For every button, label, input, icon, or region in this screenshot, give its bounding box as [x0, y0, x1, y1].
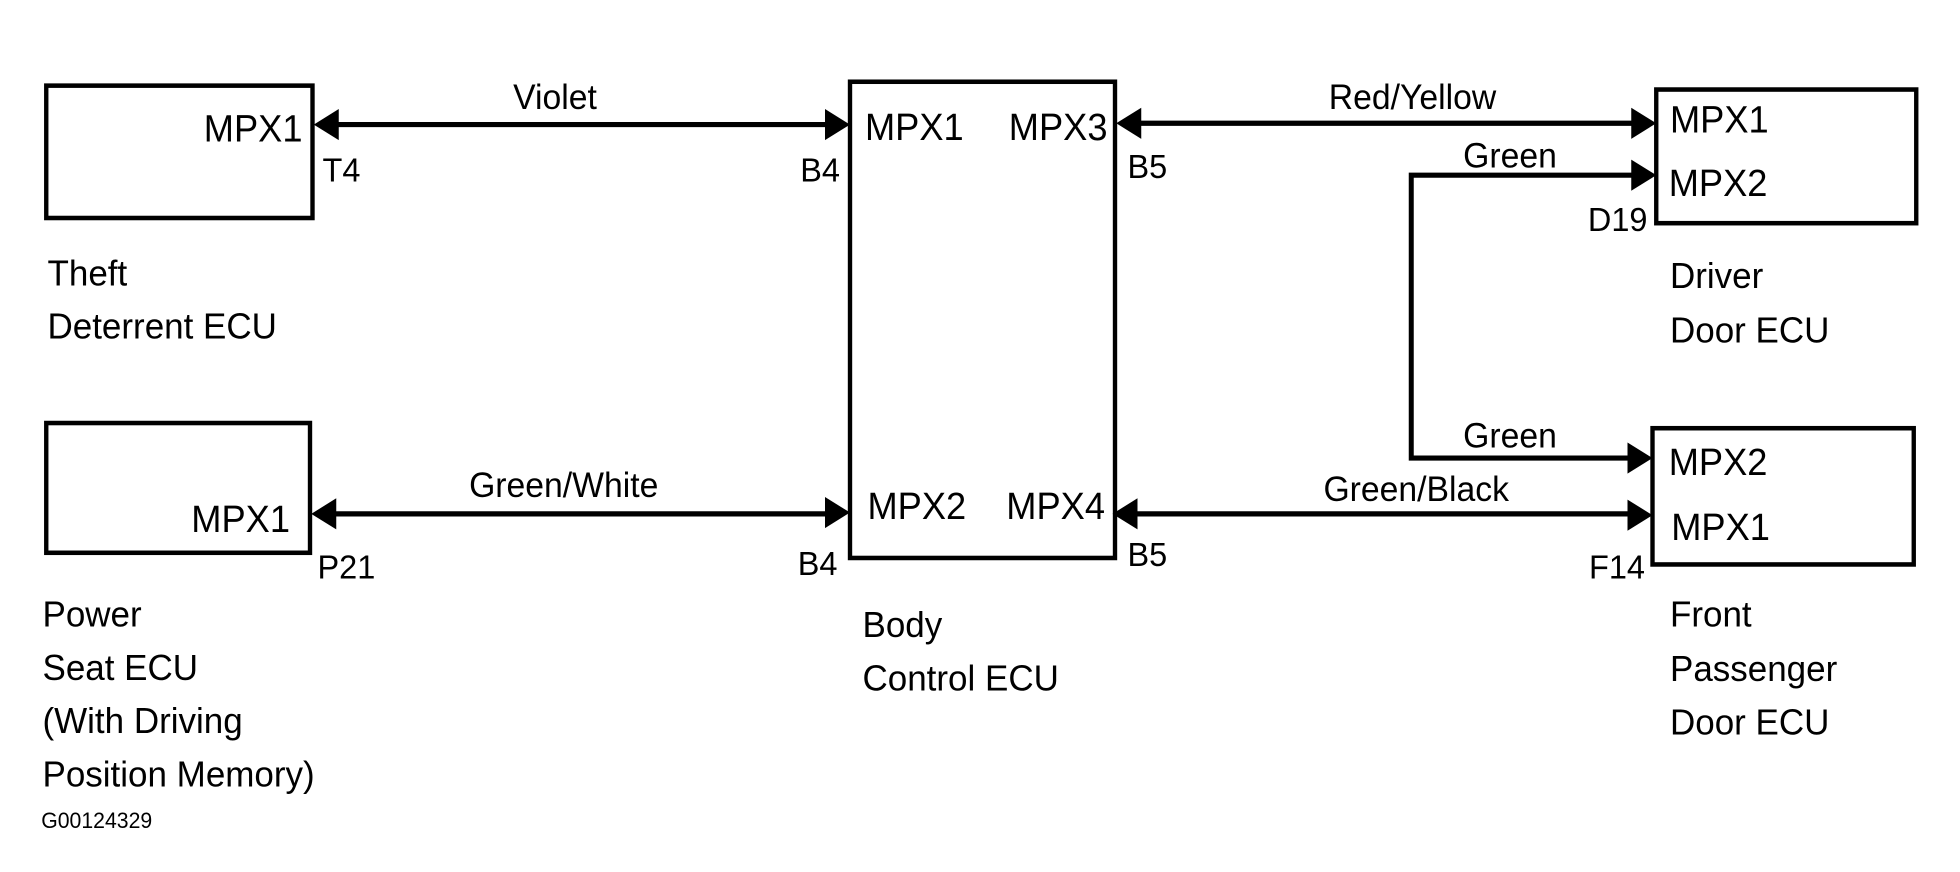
body-ecu-pin-mpx4: MPX4 — [1006, 485, 1105, 527]
arrowhead-right-icon — [825, 109, 850, 141]
seat-ecu-name-line3: (With Driving — [43, 701, 243, 742]
arrowhead-left-icon — [313, 109, 339, 141]
theft-ecu-name-line2: Deterrent ECU — [48, 306, 277, 347]
passenger-ecu-name-line1: Front — [1670, 594, 1752, 635]
body-ecu-pin-mpx2: MPX2 — [868, 485, 967, 527]
driver-door-ecu: MPX1 MPX2 D19 Driver Door ECU — [1588, 87, 1919, 351]
arrowhead-left-icon — [1116, 107, 1142, 139]
seat-ecu-name-line4: Position Memory) — [43, 754, 315, 795]
body-ecu-name-line1: Body — [863, 605, 943, 646]
body-ecu-box — [847, 79, 1118, 561]
wire-green-label-top: Green — [1463, 137, 1557, 176]
passenger-ecu-name-line2: Passenger — [1670, 649, 1837, 690]
arrowhead-left-icon — [1112, 498, 1138, 530]
figure-id: G00124329 — [41, 808, 152, 833]
body-ecu-connector-b4-top: B4 — [800, 152, 840, 190]
driver-ecu-box — [1654, 87, 1919, 226]
theft-ecu-connector: T4 — [323, 152, 361, 190]
theft-ecu-pin-mpx1: MPX1 — [204, 108, 303, 150]
driver-ecu-connector: D19 — [1588, 201, 1648, 239]
passenger-ecu-pin-mpx2: MPX2 — [1669, 441, 1768, 483]
seat-ecu-name-line1: Power — [43, 594, 142, 635]
arrowhead-right-icon — [1631, 159, 1657, 191]
wire-green-white-label: Green/White — [469, 466, 658, 505]
theft-ecu-name-line1: Theft — [48, 253, 128, 294]
wire-green-black-label: Green/Black — [1323, 470, 1509, 509]
passenger-ecu-name-line3: Door ECU — [1670, 702, 1829, 743]
body-ecu-connector-b4-bottom: B4 — [798, 545, 838, 583]
wire-violet-label: Violet — [513, 78, 597, 117]
wire-green-line — [1408, 172, 1647, 461]
arrowhead-right-icon — [1627, 442, 1653, 474]
seat-ecu-connector: P21 — [318, 549, 376, 587]
passenger-ecu-pin-mpx1: MPX1 — [1671, 506, 1770, 548]
wire-green-black: Green/Black — [1112, 470, 1653, 531]
body-ecu-connector-b5-top: B5 — [1128, 148, 1168, 186]
body-ecu-name-line2: Control ECU — [863, 658, 1059, 699]
wire-green: Green Green — [1408, 137, 1657, 474]
driver-ecu-name-line1: Driver — [1670, 255, 1763, 296]
passenger-ecu-connector: F14 — [1589, 549, 1645, 587]
seat-ecu-box — [44, 420, 313, 556]
arrowhead-right-icon — [1627, 499, 1653, 531]
arrowhead-right-icon — [825, 496, 850, 529]
wire-red-yellow: Red/Yellow — [1116, 78, 1657, 139]
driver-ecu-pin-mpx1: MPX1 — [1670, 99, 1769, 141]
seat-ecu-name-line2: Seat ECU — [43, 647, 199, 688]
wire-violet: Violet — [313, 78, 850, 141]
front-passenger-door-ecu: MPX2 MPX1 F14 Front Passenger Door ECU — [1589, 425, 1916, 743]
body-ecu-pin-mpx1: MPX1 — [865, 107, 964, 149]
body-ecu-pin-mpx3: MPX3 — [1009, 107, 1108, 149]
body-control-ecu: MPX1 MPX3 MPX2 MPX4 B4 B5 B4 B5 Body Con… — [798, 79, 1168, 699]
theft-ecu-box — [44, 83, 315, 221]
body-ecu-connector-b5-bottom: B5 — [1128, 536, 1168, 574]
passenger-ecu-box — [1650, 425, 1916, 567]
wire-red-yellow-label: Red/Yellow — [1329, 78, 1497, 117]
arrowhead-right-icon — [1631, 107, 1657, 139]
theft-deterrent-ecu: MPX1 T4 Theft Deterrent ECU — [44, 83, 361, 347]
driver-ecu-pin-mpx2: MPX2 — [1669, 162, 1768, 204]
wire-green-label-bottom: Green — [1463, 417, 1557, 456]
wire-green-white: Green/White — [311, 466, 850, 530]
arrowhead-left-icon — [311, 498, 337, 530]
driver-ecu-name-line2: Door ECU — [1670, 310, 1829, 351]
seat-ecu-pin-mpx1: MPX1 — [191, 498, 290, 540]
power-seat-ecu: MPX1 P21 Power Seat ECU (With Driving Po… — [43, 420, 376, 795]
